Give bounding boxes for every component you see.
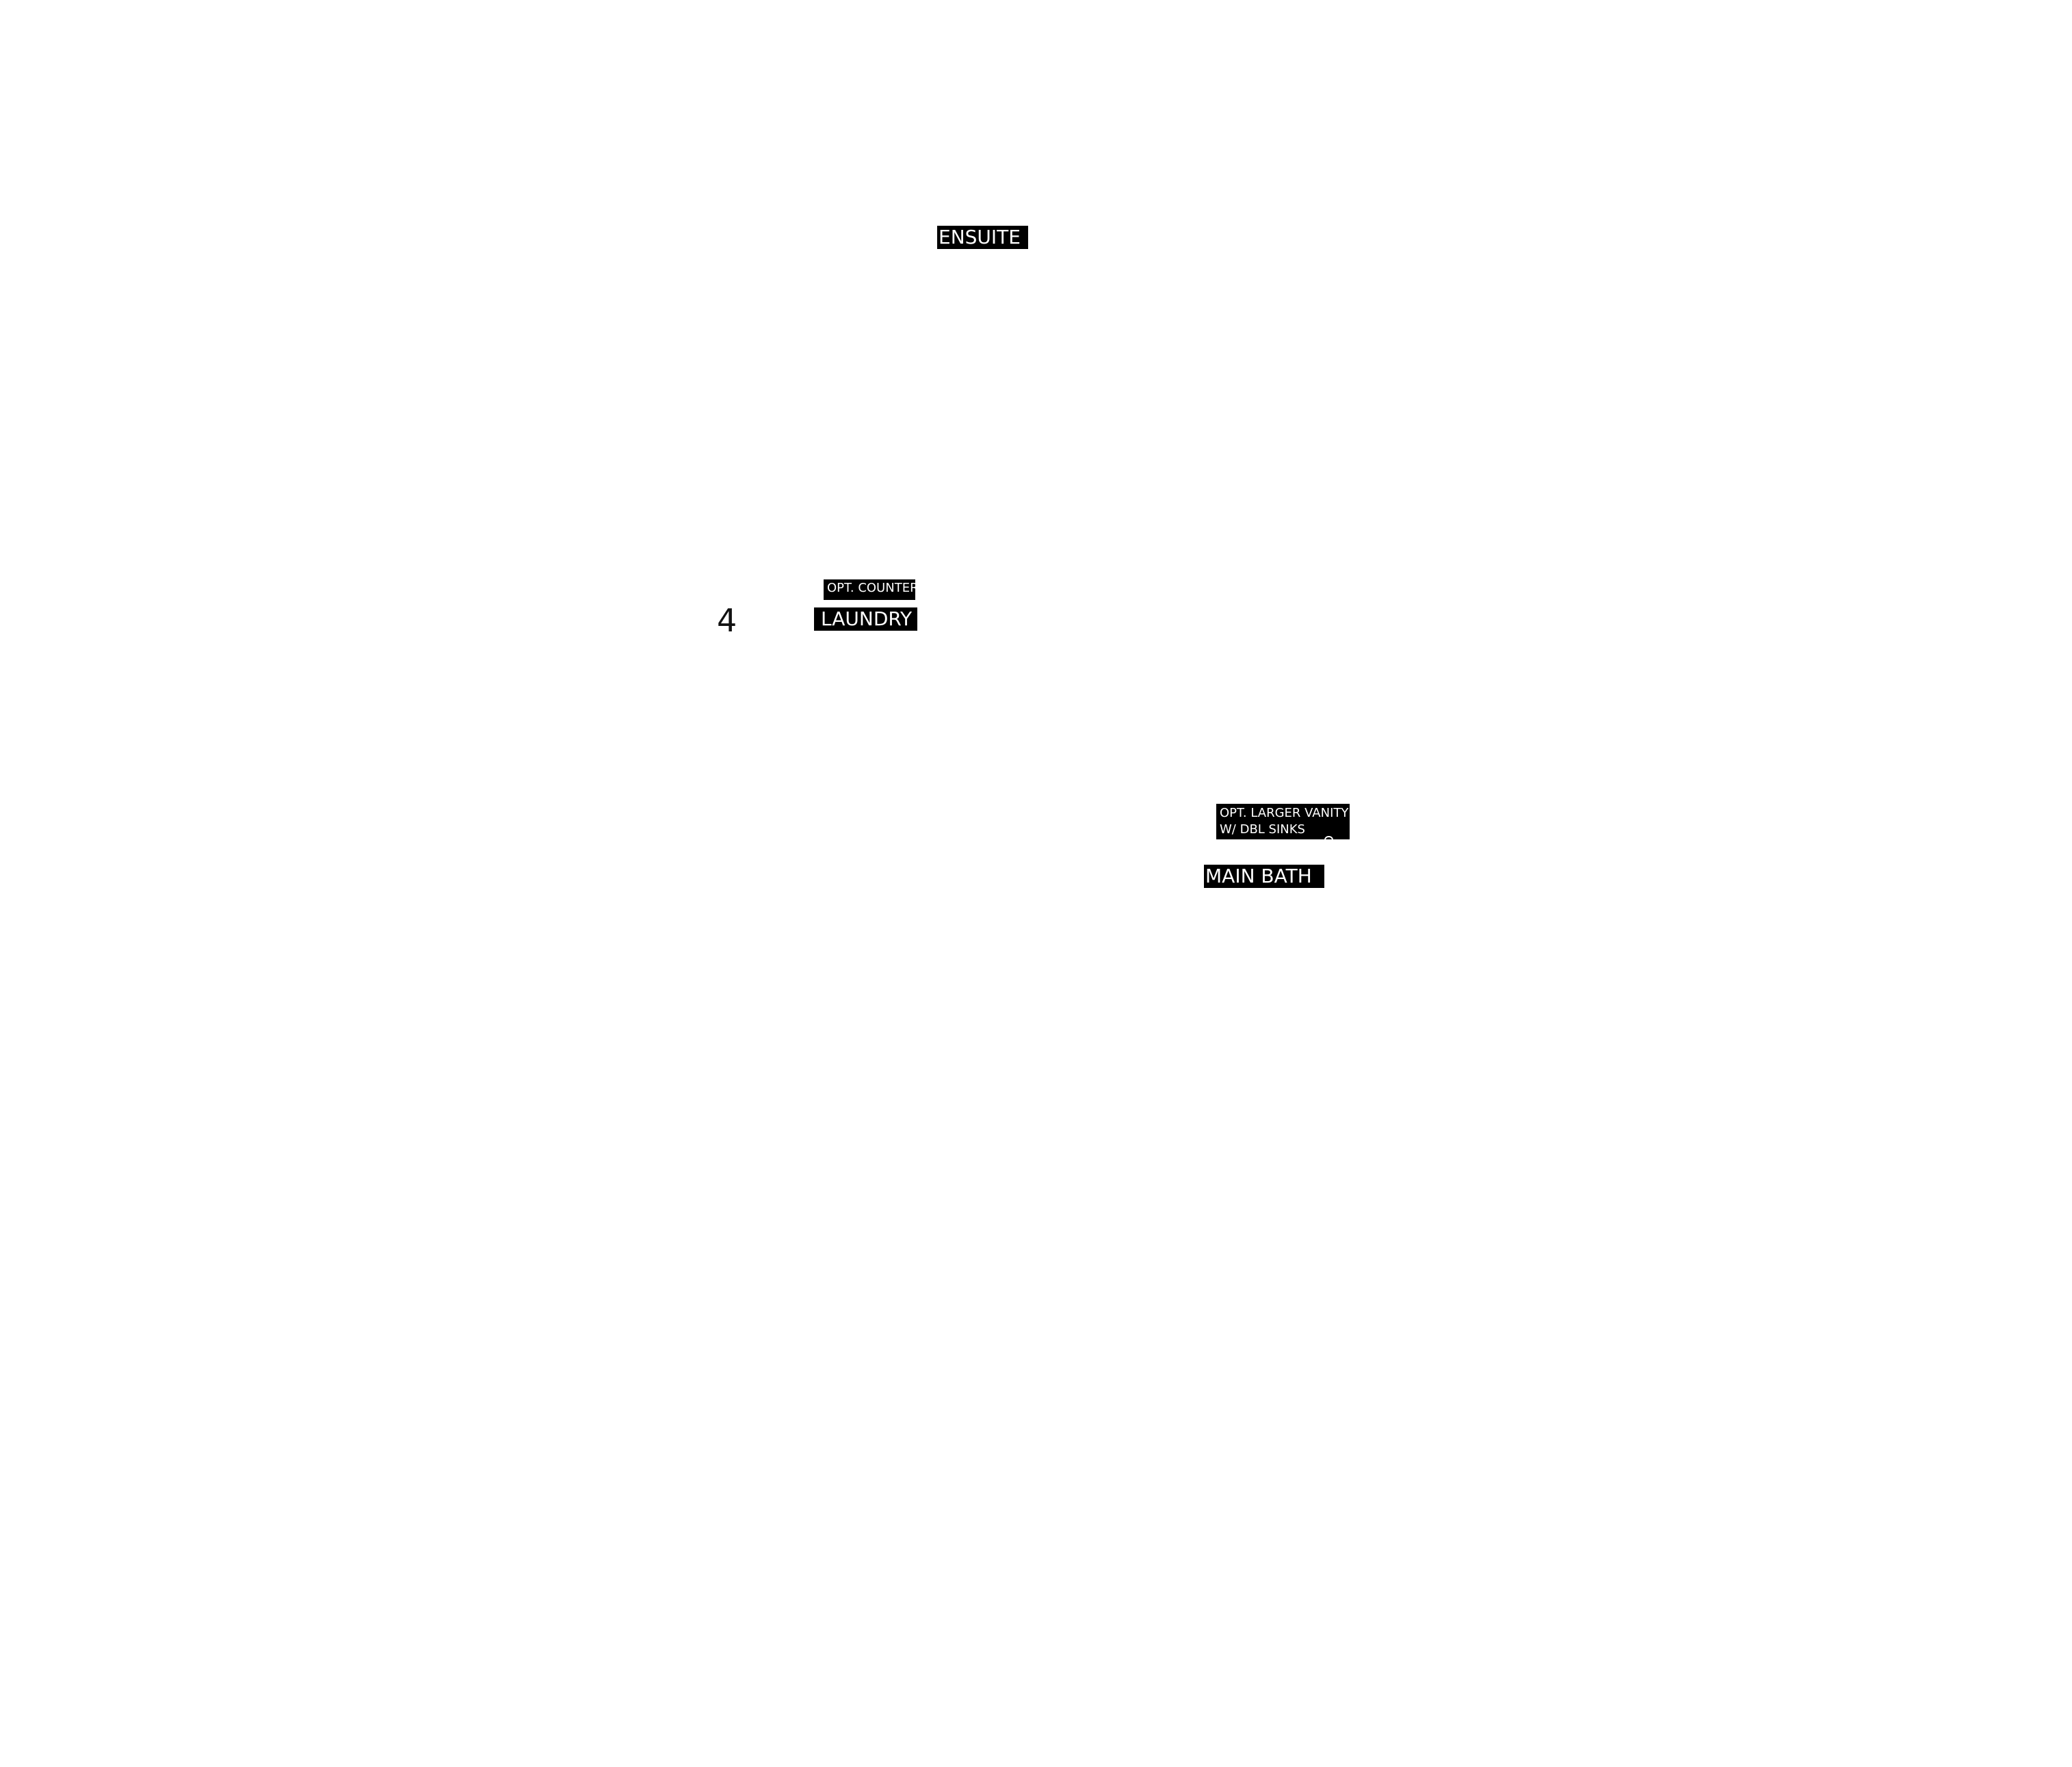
room-number: 4 xyxy=(717,602,737,639)
opt-vanity-note-line-1: OPT. LARGER VANITY xyxy=(1220,806,1349,820)
ensuite-room-label: ENSUITE xyxy=(937,226,1028,249)
laundry-room-label: LAUNDRY xyxy=(814,607,917,631)
sink-symbol-icon xyxy=(1324,836,1333,841)
opt-counter-note: OPT. COUNTER xyxy=(824,579,919,600)
opt-larger-vanity-note: OPT. LARGER VANITY W/ DBL SINKS xyxy=(1216,804,1350,839)
main-bath-room-label: MAIN BATH xyxy=(1204,865,1324,888)
opt-vanity-note-line-2: W/ DBL SINKS xyxy=(1220,822,1305,837)
